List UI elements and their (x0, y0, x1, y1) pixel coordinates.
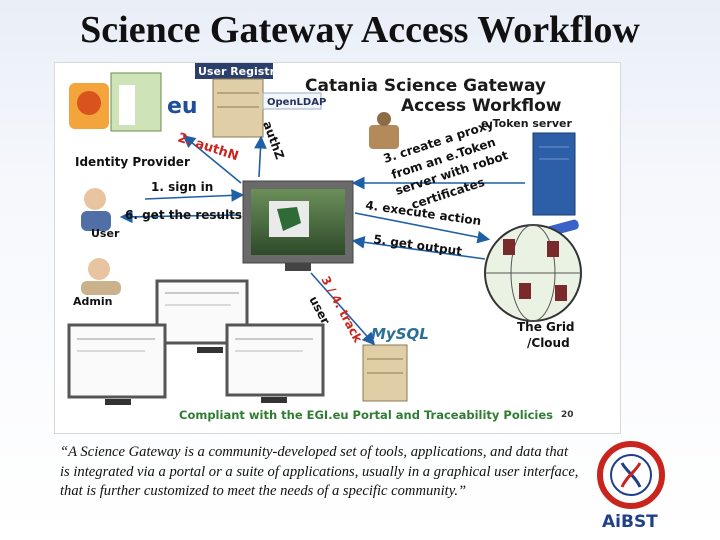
aibst-logo: AiBST (596, 441, 666, 532)
eu-logo: eu (167, 94, 198, 119)
step-1-label: 1. sign in (151, 180, 213, 194)
admin-label: Admin (73, 295, 112, 308)
etoken-server-label: e.Token server (481, 117, 572, 130)
robot-icon (369, 112, 399, 149)
grid-cloud-globe-icon (484, 224, 582, 322)
openldap-label: OpenLDAP (267, 97, 326, 108)
workflow-diagram: eu Identity Provider User Registry OpenL… (54, 62, 621, 434)
grid-label-line2: /Cloud (527, 336, 570, 350)
page-number: 20 (561, 410, 574, 420)
aibst-logo-text: AiBST (602, 512, 658, 531)
user-avatar-icon (81, 188, 111, 231)
step-5-label: 5. get output (373, 232, 463, 258)
identity-provider-label: Identity Provider (75, 155, 190, 169)
step-6-label: 6. get the results (125, 208, 242, 222)
compliance-footer: Compliant with the EGI.eu Portal and Tra… (179, 408, 553, 422)
step-2-authz-label: authZ (260, 119, 287, 161)
admin-avatar-icon (81, 258, 121, 295)
portal-screens-icon (67, 279, 325, 405)
user-registry-server-icon (195, 63, 273, 138)
mysql-label: MySQL (371, 325, 429, 343)
diagram-title-line2: Access Workflow (401, 96, 562, 116)
slide-title: Science Gateway Access Workflow (80, 9, 640, 51)
science-gateway-quote: “A Science Gateway is a community-develo… (60, 444, 579, 499)
grid-label-line1: The Grid (517, 320, 575, 334)
flow-arrows (119, 134, 525, 346)
user-label: User (91, 227, 120, 240)
etoken-server-icon (532, 132, 579, 237)
portal-monitor-icon (242, 180, 354, 271)
diagram-title-line1: Catania Science Gateway (305, 76, 546, 96)
database-server-icon (362, 344, 408, 402)
identity-provider-icon (69, 72, 162, 132)
user-registry-label: User Registry (198, 65, 282, 78)
